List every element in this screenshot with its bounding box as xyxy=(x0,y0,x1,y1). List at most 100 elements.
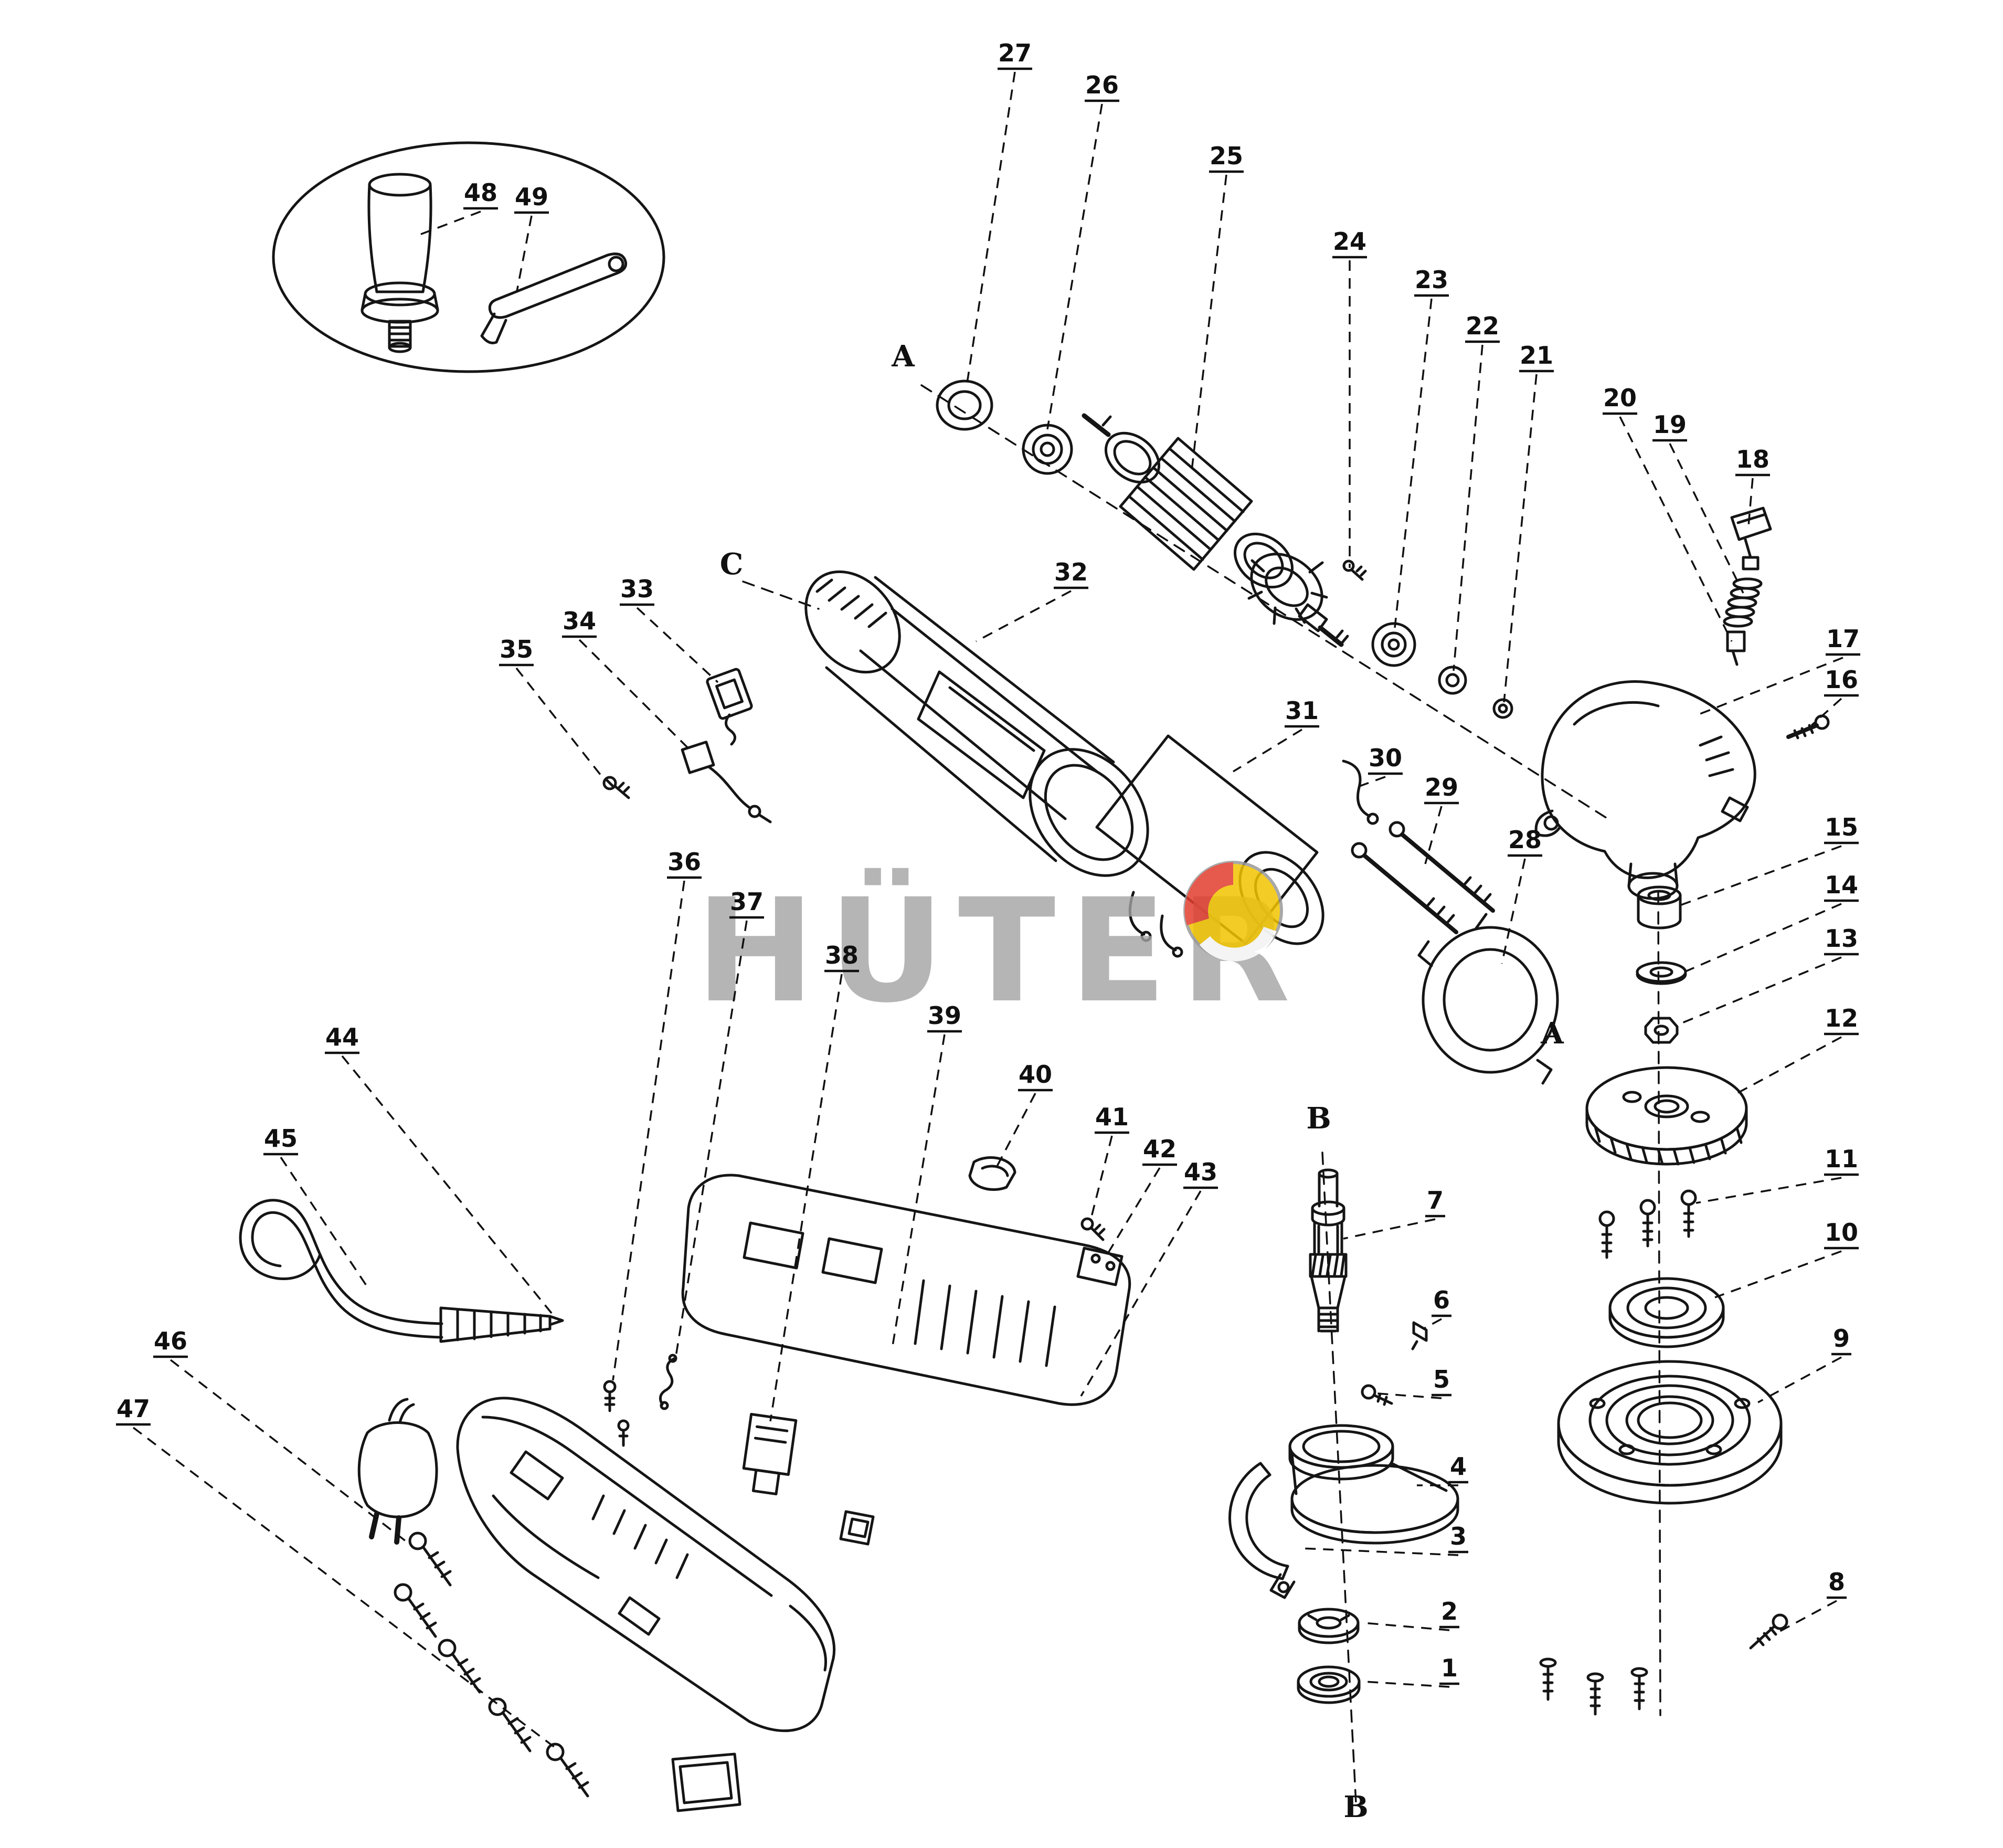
section-letter-B: B xyxy=(1343,1790,1368,1824)
clamp-nut xyxy=(1297,1665,1361,1704)
rear-handle-housing xyxy=(456,1397,835,1812)
svg-text:8: 8 xyxy=(1828,1568,1845,1596)
svg-text:9: 9 xyxy=(1833,1324,1850,1353)
clamp-band xyxy=(1228,1462,1296,1599)
part-label-26: 26 xyxy=(1046,71,1119,430)
part-label-16: 16 xyxy=(1810,666,1859,726)
brush-screw xyxy=(602,776,630,799)
rear-bearing xyxy=(1022,424,1073,475)
part-label-15: 15 xyxy=(1681,813,1859,906)
carbon-brush xyxy=(681,741,772,823)
svg-text:3: 3 xyxy=(1450,1522,1467,1550)
part-label-25: 25 xyxy=(1190,142,1244,476)
svg-text:16: 16 xyxy=(1825,666,1858,694)
base-screws xyxy=(1539,1613,1788,1716)
svg-text:25: 25 xyxy=(1210,142,1243,170)
ball-bearing xyxy=(1608,1277,1725,1348)
part-label-45: 45 xyxy=(263,1124,368,1287)
part-label-18: 18 xyxy=(1735,445,1770,526)
part-label-17: 17 xyxy=(1700,625,1860,715)
svg-text:17: 17 xyxy=(1826,625,1860,653)
part-label-32: 32 xyxy=(976,558,1088,642)
part-label-12: 12 xyxy=(1737,1004,1859,1094)
output-spindle xyxy=(1309,1168,1348,1333)
head-screw xyxy=(1786,714,1830,740)
svg-text:33: 33 xyxy=(620,575,654,603)
svg-text:34: 34 xyxy=(563,607,596,635)
svg-text:36: 36 xyxy=(667,848,701,876)
spindle-small-parts xyxy=(1342,559,1513,719)
guard-clamp-screw xyxy=(1361,1384,1393,1406)
part-label-39: 39 xyxy=(891,1001,962,1349)
spindle-nut xyxy=(1644,1017,1679,1044)
svg-text:32: 32 xyxy=(1054,558,1088,586)
part-label-38: 38 xyxy=(769,941,859,1422)
inner-flange-plate xyxy=(1417,913,1559,1085)
wheel-guard xyxy=(1288,1424,1459,1545)
svg-text:11: 11 xyxy=(1825,1145,1858,1173)
part-label-20: 20 xyxy=(1603,384,1733,642)
part-label-30: 30 xyxy=(1356,744,1403,788)
shell-screw xyxy=(603,1380,630,1447)
part-label-40: 40 xyxy=(996,1060,1053,1167)
svg-text:39: 39 xyxy=(928,1001,961,1030)
svg-text:31: 31 xyxy=(1285,696,1319,725)
part-label-6: 6 xyxy=(1423,1286,1451,1330)
part-label-43: 43 xyxy=(1080,1158,1218,1397)
svg-text:13: 13 xyxy=(1825,924,1858,953)
lower-housing-shell xyxy=(681,1174,1131,1406)
part-label-27: 27 xyxy=(966,39,1032,387)
part-label-42: 42 xyxy=(1106,1135,1177,1255)
part-label-35: 35 xyxy=(499,635,606,781)
brand-logo-icon xyxy=(1183,861,1283,962)
part-label-29: 29 xyxy=(1424,773,1459,864)
contact-plate xyxy=(1076,1247,1124,1286)
part-label-2: 2 xyxy=(1363,1597,1459,1631)
cord-grommet xyxy=(439,1306,564,1343)
svg-text:35: 35 xyxy=(500,635,533,663)
gear-wheel xyxy=(1585,1066,1748,1166)
part-label-44: 44 xyxy=(325,1023,555,1317)
svg-text:46: 46 xyxy=(154,1327,187,1355)
svg-text:5: 5 xyxy=(1433,1365,1450,1393)
svg-text:10: 10 xyxy=(1825,1218,1858,1247)
part-label-22: 22 xyxy=(1453,312,1500,671)
backing-flange xyxy=(1298,1608,1360,1644)
part-label-11: 11 xyxy=(1695,1145,1859,1204)
svg-text:23: 23 xyxy=(1415,266,1448,294)
switch-block xyxy=(742,1413,875,1546)
part-label-14: 14 xyxy=(1686,871,1859,972)
section-letter-C: C xyxy=(720,547,744,582)
svg-text:4: 4 xyxy=(1450,1452,1467,1481)
svg-text:41: 41 xyxy=(1095,1103,1129,1131)
part-label-31: 31 xyxy=(1233,696,1319,773)
svg-text:18: 18 xyxy=(1736,445,1769,473)
svg-text:47: 47 xyxy=(116,1395,150,1423)
svg-text:37: 37 xyxy=(730,888,764,916)
brush-holder xyxy=(706,668,753,746)
washer xyxy=(1636,961,1687,985)
svg-text:12: 12 xyxy=(1825,1004,1858,1032)
svg-text:22: 22 xyxy=(1466,312,1499,340)
side-handle xyxy=(361,173,439,353)
power-cord xyxy=(239,1199,443,1339)
part-label-10: 10 xyxy=(1714,1218,1859,1298)
part-label-33: 33 xyxy=(620,575,719,683)
front-bearing xyxy=(936,379,993,431)
part-label-48: 48 xyxy=(415,178,498,237)
part-label-28: 28 xyxy=(1501,826,1542,964)
section-letter-A: A xyxy=(891,339,915,374)
part-label-3: 3 xyxy=(1301,1522,1468,1556)
spanner-wrench xyxy=(480,252,628,344)
svg-text:15: 15 xyxy=(1825,813,1858,841)
brand-watermark: HÜTER xyxy=(695,861,1290,1034)
svg-text:27: 27 xyxy=(998,39,1032,67)
section-letter-B: B xyxy=(1306,1101,1331,1136)
switch-knob-assembly xyxy=(1723,506,1772,666)
svg-text:42: 42 xyxy=(1143,1135,1177,1163)
part-label-9: 9 xyxy=(1757,1324,1851,1403)
svg-text:26: 26 xyxy=(1085,71,1119,99)
svg-text:2: 2 xyxy=(1441,1597,1458,1625)
part-label-8: 8 xyxy=(1779,1568,1847,1632)
